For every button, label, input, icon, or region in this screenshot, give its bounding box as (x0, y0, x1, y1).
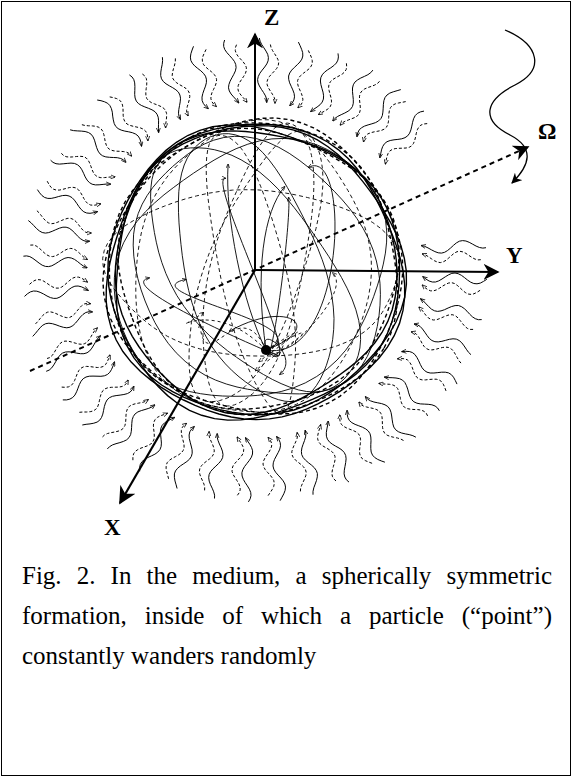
medium-flow-line (30, 245, 87, 259)
medium-flow-line (133, 413, 168, 460)
trajectory-curve (266, 273, 336, 354)
formation-shell-curve (136, 120, 372, 412)
x-axis-label: X (104, 516, 121, 539)
trajectory-curve (175, 279, 278, 350)
formation-shell-curve (203, 123, 314, 406)
trajectory-curve (266, 197, 289, 355)
medium-flow-line (422, 283, 480, 295)
medium-flow-line (357, 90, 401, 137)
x-axis (120, 270, 255, 503)
medium-flow-line (110, 97, 148, 141)
formation-shell-curve (206, 135, 295, 414)
medium-flow-line (107, 405, 155, 449)
medium-flow-line (103, 400, 149, 437)
trajectory-curve (266, 166, 335, 351)
medium-flow-line (359, 402, 404, 440)
formation-shell-curve (103, 190, 400, 356)
medium-flow-line (242, 438, 253, 502)
figure-caption: Fig. 2. In the medium, a spherically sym… (22, 556, 552, 676)
medium-flow-line (340, 415, 372, 463)
formation-shell-curve (133, 136, 380, 394)
medium-flow-line (365, 397, 416, 438)
medium-flow-line (224, 40, 239, 103)
medium-flow-line (140, 418, 175, 472)
medium-flow-line (347, 411, 385, 463)
medium-flow-line (232, 437, 244, 495)
medium-flow-line (190, 46, 208, 108)
medium-flow-line (33, 312, 93, 337)
medium-flow-line (340, 81, 379, 125)
medium-flow-line (289, 42, 303, 106)
medium-flow-line (258, 38, 269, 102)
medium-flow-line (202, 49, 216, 106)
omega-axis (30, 147, 528, 371)
trajectory-curve (255, 333, 303, 371)
y-axis-label: Y (506, 244, 523, 267)
particle-point (261, 345, 271, 355)
medium-flow-line (63, 362, 115, 400)
medium-flow-line (319, 63, 347, 114)
medium-flow-line (82, 125, 132, 156)
medium-flow-line (419, 307, 473, 329)
formation-shell-curve (114, 138, 387, 396)
trajectory-curve (229, 316, 297, 350)
medium-flow-line (82, 386, 134, 425)
medium-flow-line (301, 430, 317, 494)
medium-flow-line (273, 437, 286, 501)
medium-flow-line (166, 423, 186, 478)
medium-flow-line (333, 70, 373, 121)
trajectory-curve (261, 187, 285, 351)
medium-flow-line (70, 130, 126, 163)
medium-flow-line (421, 299, 482, 320)
medium-flow-line (174, 427, 194, 489)
medium-flow-line (326, 421, 349, 482)
medium-flow-line (62, 355, 110, 387)
medium-flow-line (385, 124, 427, 164)
medium-flow-line (97, 100, 141, 146)
medium-flow-line (298, 50, 313, 107)
medium-flow-line (209, 434, 223, 499)
medium-flow-line (421, 241, 486, 254)
y-axis (255, 270, 498, 272)
formation-shell-curve (103, 123, 398, 415)
trajectory-curve (228, 164, 266, 350)
omega-axis-label: Ω (538, 120, 556, 143)
medium-flow-line (37, 211, 91, 233)
z-axis-label: Z (264, 6, 279, 29)
medium-flow-line (402, 351, 457, 384)
rotation-curve (490, 30, 535, 183)
medium-flow-line (267, 45, 279, 104)
particle-trajectories (144, 164, 337, 374)
medium-flow-line (161, 57, 181, 119)
medium-flow-line (172, 58, 190, 115)
medium-flow-line (46, 336, 100, 371)
medium-flow-line (379, 383, 428, 416)
medium-flow-line (199, 432, 214, 491)
medium-flow-line (423, 273, 487, 284)
medium-flow-line (292, 433, 306, 492)
medium-flow-line (380, 111, 424, 158)
medium-flow-line (235, 45, 247, 102)
medium-flow-line (79, 380, 128, 412)
medium-flow-line (318, 425, 336, 481)
z-axis (254, 34, 256, 270)
medium-flow-line (30, 277, 88, 288)
medium-flow-line (398, 359, 446, 391)
medium-flow-line (51, 160, 111, 185)
medium-flow-line (37, 190, 97, 214)
medium-flow-line (28, 221, 89, 242)
medium-flow-line (364, 102, 406, 142)
medium-flow-line (311, 53, 339, 111)
medium-flow-line (422, 251, 481, 262)
medium-flow-line (411, 332, 461, 363)
medium-flow-line (263, 438, 274, 496)
medium-flow-line (142, 74, 166, 128)
medium-flow-line (23, 256, 87, 268)
medium-flow-line (385, 377, 440, 411)
medium-flow-line (414, 324, 471, 355)
formation-shell-curve (115, 131, 397, 415)
medium-flow-line (36, 303, 91, 324)
